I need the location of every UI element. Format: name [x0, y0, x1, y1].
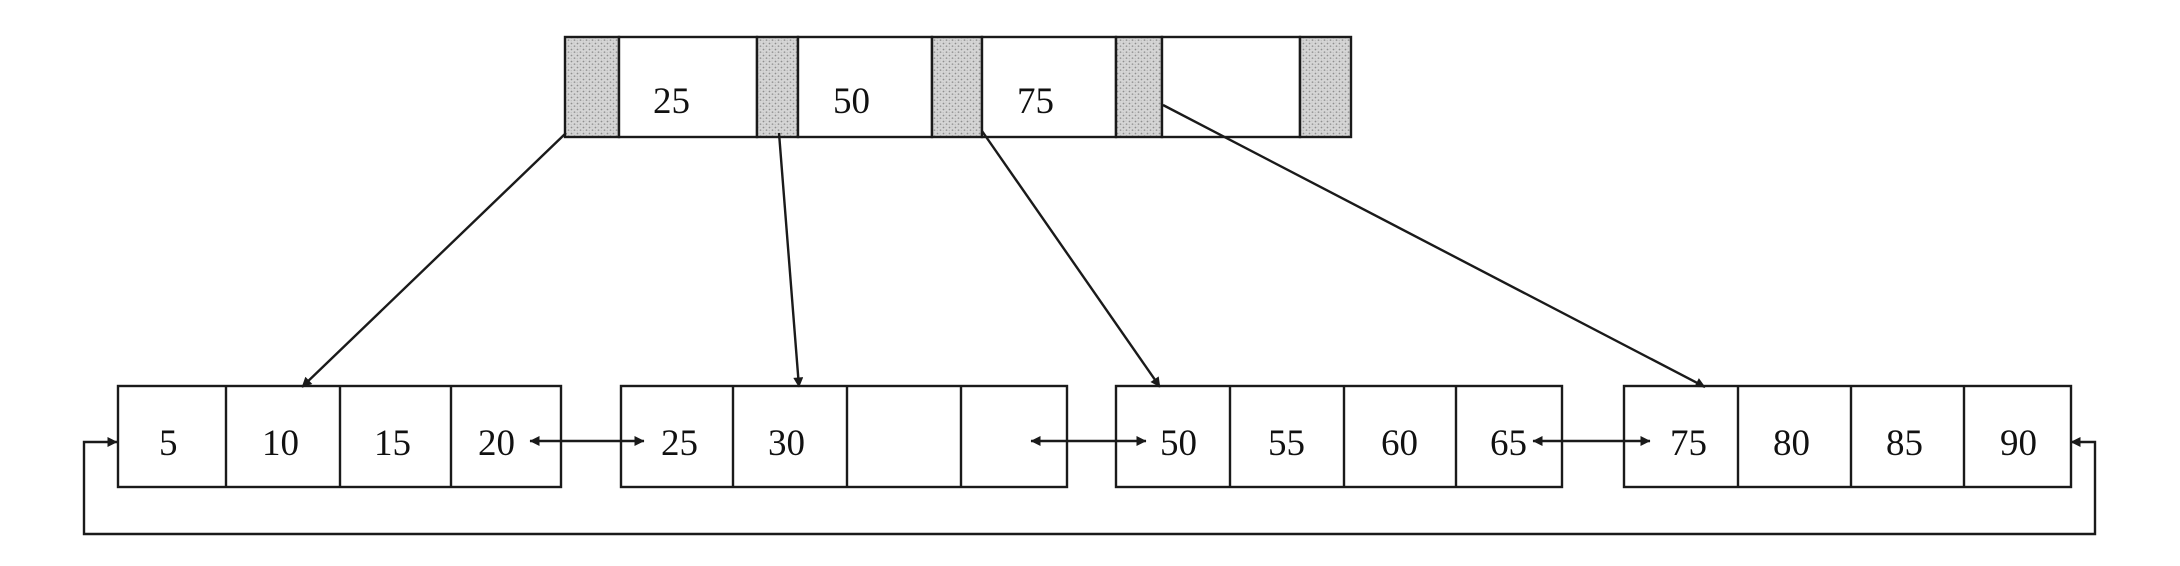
root-pointer-4: [1298, 35, 1353, 139]
leaf-node-2: 25 30: [619, 384, 1069, 489]
leaf-4-key-1: 80: [1773, 423, 1810, 464]
leaf-1-key-0: 5: [159, 423, 178, 464]
leaf-3-key-2: 60: [1381, 423, 1418, 464]
leaf-node-1: 5 10 15 20: [116, 384, 563, 489]
leaf-1-key-3: 20: [478, 423, 515, 464]
child-pointer-arrow-4: [1162, 103, 1706, 389]
root-pointer-3: [1114, 35, 1164, 139]
root-pointer-0: [563, 35, 621, 139]
leaf-1-key-1: 10: [262, 423, 299, 464]
leaf-2-key-1: 30: [768, 423, 805, 464]
root-pointer-2: [930, 35, 984, 139]
child-pointer-arrow-2: [777, 132, 804, 388]
root-key-0: 25: [653, 81, 690, 122]
leaf-node-4: 75 80 85 90: [1622, 384, 2073, 489]
leaf-2-key-0: 25: [661, 423, 698, 464]
root-node: 25 50 75: [563, 35, 1353, 139]
root-key-1: 50: [833, 81, 870, 122]
root-key-2: 75: [1017, 81, 1054, 122]
leaf-3-key-3: 65: [1490, 423, 1527, 464]
leaf-4-key-3: 90: [2000, 423, 2037, 464]
leaf-3-key-0: 50: [1160, 423, 1197, 464]
child-pointer-arrow-3: [981, 130, 1161, 388]
root-key-cell-0: [617, 35, 759, 139]
root-key-cell-1: [796, 35, 934, 139]
leaf-3-key-1: 55: [1268, 423, 1305, 464]
root-key-cell-3: [1160, 35, 1302, 139]
leaf-4-key-0: 75: [1670, 423, 1707, 464]
leaf-1-key-2: 15: [374, 423, 411, 464]
leaf-4-key-2: 85: [1886, 423, 1923, 464]
root-pointer-1: [755, 35, 800, 139]
root-key-cell-2: [980, 35, 1118, 139]
leaf-node-3: 50 55 60 65: [1114, 384, 1564, 489]
child-pointer-arrow-1: [301, 132, 567, 388]
wraparound-link: [82, 437, 2097, 536]
